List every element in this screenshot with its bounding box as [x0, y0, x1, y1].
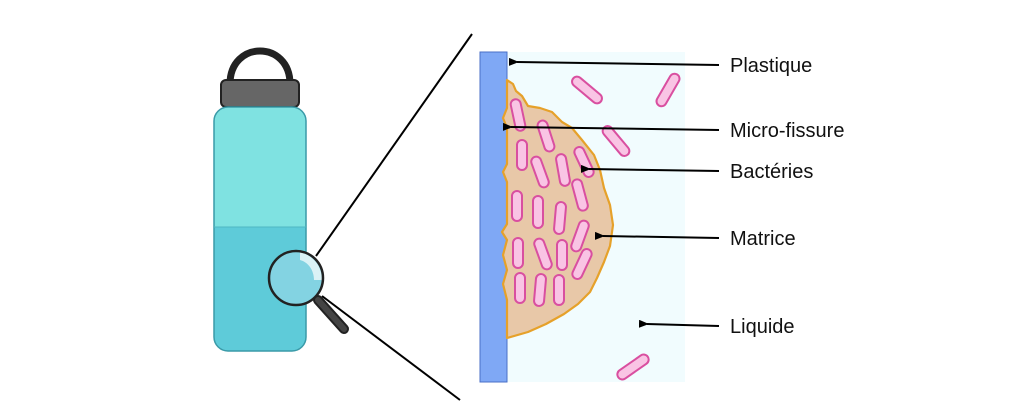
magnifying-glass-icon — [267, 249, 349, 334]
bottle-cap — [220, 79, 300, 108]
label-matrix: Matrice — [730, 228, 796, 250]
bottle-body-outline — [213, 106, 307, 352]
label-bacteria: Bactéries — [730, 161, 813, 183]
zoom-line-bottom — [321, 295, 461, 401]
arrow-plastic — [508, 57, 720, 66]
arrow-matrix — [594, 231, 720, 240]
arrow-micro-crack — [502, 122, 720, 131]
bacteria-cluster — [509, 98, 595, 307]
label-liquid: Liquide — [730, 316, 795, 338]
bottle-upper — [214, 107, 306, 227]
plastic-wall — [479, 51, 508, 383]
bottle-handle — [226, 47, 294, 88]
label-micro-crack: Micro-fissure — [730, 120, 844, 142]
zoom-line-top — [315, 33, 473, 257]
label-arrows — [502, 57, 720, 328]
arrow-bacteria — [580, 164, 720, 173]
free-bacteria — [571, 72, 681, 381]
water-bottle — [213, 47, 307, 352]
zoomed-biofilm-view — [479, 51, 685, 383]
arrow-liquid — [638, 319, 720, 328]
label-plastic: Plastique — [730, 55, 812, 77]
